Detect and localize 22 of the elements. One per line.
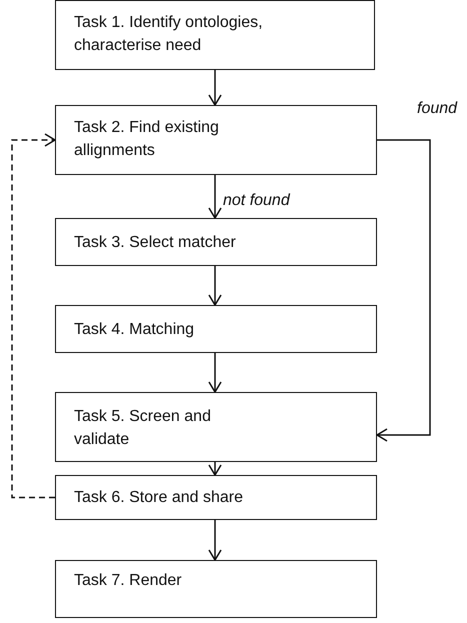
- box-text: Task 1. Identify ontologies, characterise need: [74, 13, 264, 56]
- arrow: [208, 70, 222, 106]
- process-box: [55, 105, 377, 175]
- process-box: [55, 0, 375, 70]
- arrow: [208, 520, 222, 561]
- box-text: Task 3. Select matcher: [74, 233, 237, 253]
- arrow: [208, 175, 222, 219]
- process-box: [55, 560, 377, 618]
- process-box: [55, 218, 377, 266]
- box-text: Task 5. Screen and validate: [74, 407, 212, 450]
- arrow: [376, 139, 431, 442]
- box-text: Task 7. Render: [74, 571, 183, 591]
- box-text: Task 4. Matching: [74, 320, 196, 340]
- arrow: [208, 353, 222, 393]
- box-text: Task 2. Find existing allignments: [74, 118, 220, 161]
- arrow: [11, 133, 56, 498]
- process-box: [55, 392, 377, 462]
- arrow: [208, 462, 222, 476]
- box-text: Task 6. Store and share: [74, 488, 244, 508]
- process-box: [55, 475, 377, 520]
- arrow: [208, 266, 222, 306]
- process-box: [55, 305, 377, 353]
